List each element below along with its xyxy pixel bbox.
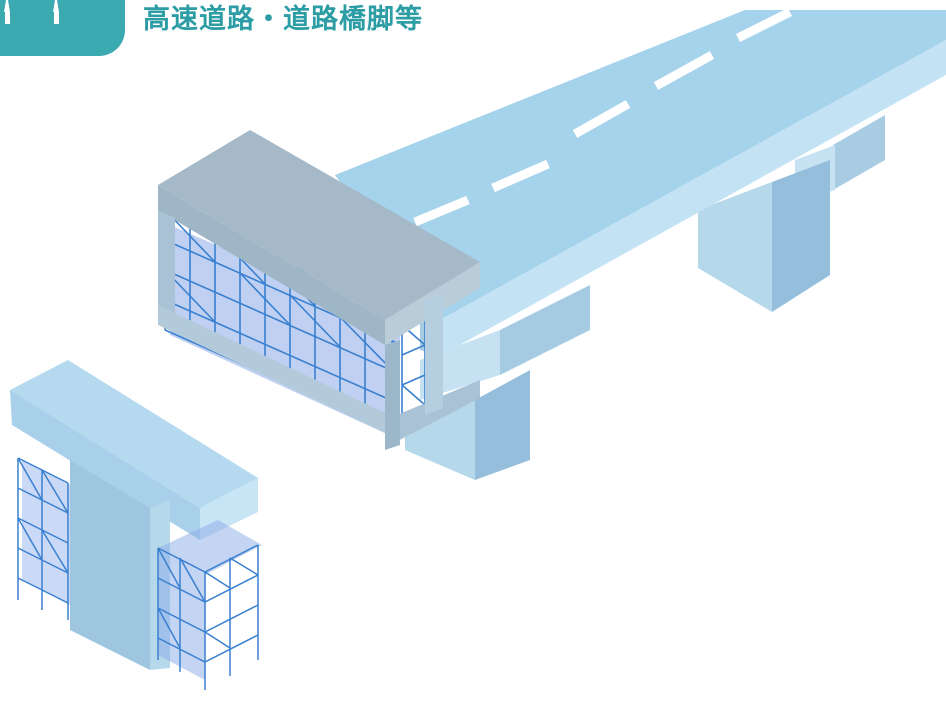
page-title: 高速道路・道路橋脚等 bbox=[143, 4, 423, 35]
left-pier-scaffold-back bbox=[17, 457, 70, 620]
left-pier-scaffold-front bbox=[157, 520, 262, 690]
bridge-pillars-icon bbox=[4, 0, 59, 24]
pier-cap bbox=[158, 130, 480, 450]
far-pier bbox=[698, 115, 885, 312]
category-badge bbox=[0, 0, 125, 56]
lane-markings bbox=[413, 7, 793, 227]
